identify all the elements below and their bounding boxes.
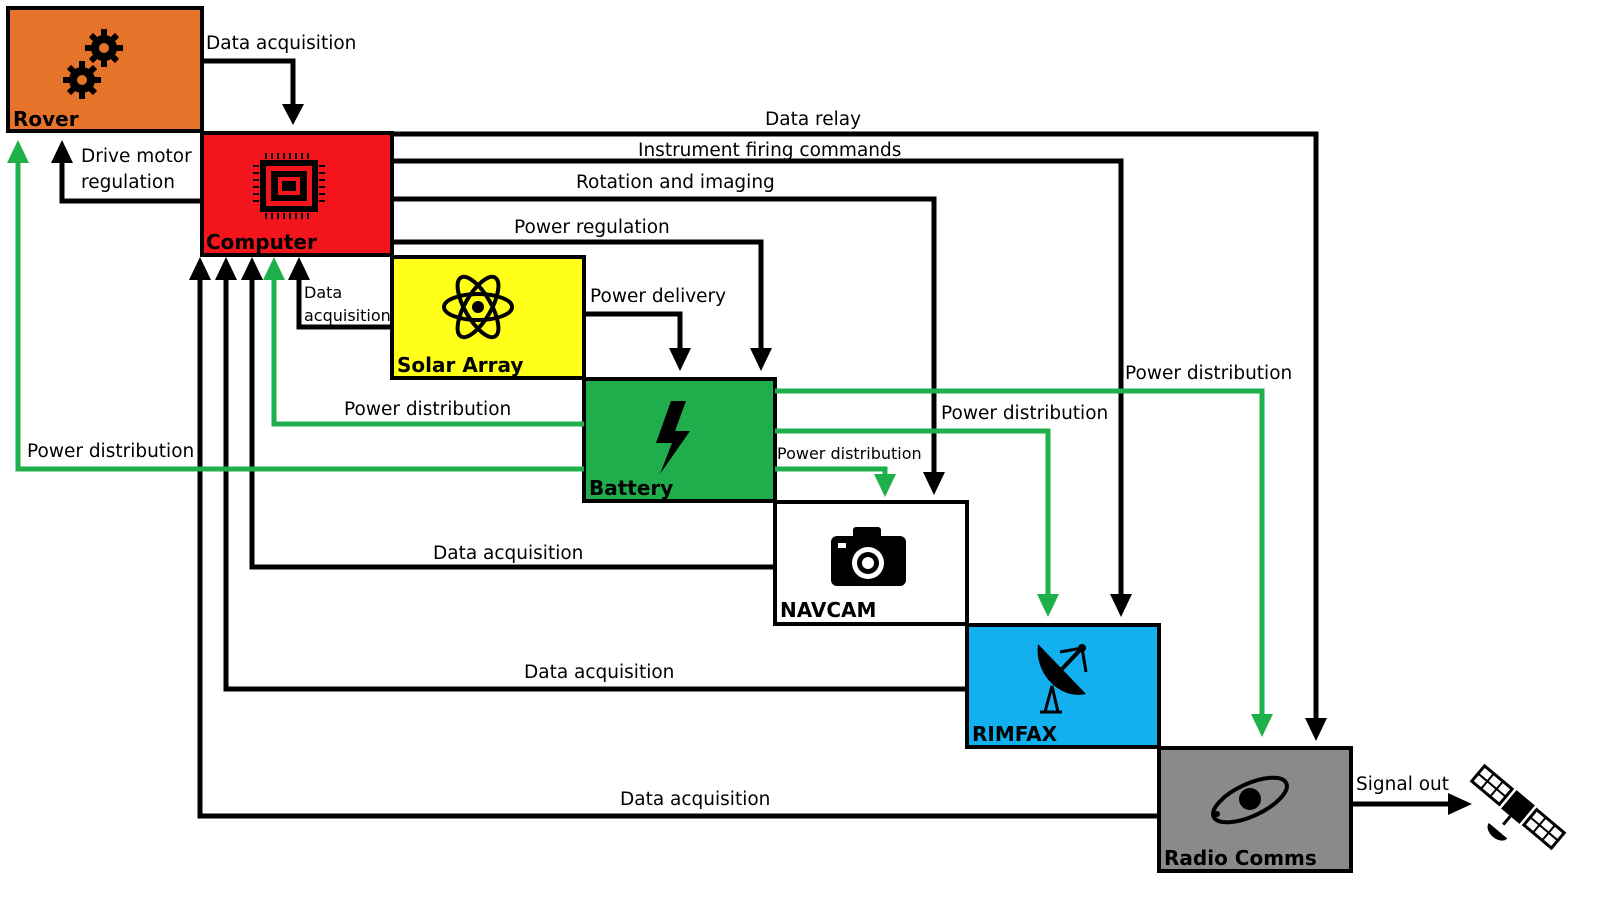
cpu-chip-icon	[253, 153, 325, 219]
battery-to-navcam-power-arrowhead	[874, 474, 896, 497]
satellite-icon	[1469, 763, 1567, 851]
rimfax-data-label: Data acquisition	[524, 662, 674, 683]
drive-motor-line	[59, 158, 202, 204]
power-delivery-label: Power delivery	[590, 286, 726, 307]
radio-comms-box: Radio Comms	[1157, 746, 1353, 873]
line-labels: Data acquisition Drive motor regulation …	[27, 33, 1449, 810]
drive-motor-label-line2: regulation	[81, 172, 175, 193]
rotation-imaging-line	[392, 196, 937, 476]
battery-to-computer-power-line	[271, 276, 584, 427]
orbit-icon	[1211, 775, 1289, 825]
data-relay-arrowhead	[1305, 718, 1327, 741]
navcam-data-label: Data acquisition	[433, 543, 583, 564]
rover-to-computer-line	[202, 58, 296, 108]
data-relay-line	[392, 131, 1319, 722]
rover-to-computer-label: Data acquisition	[206, 33, 356, 54]
battery-to-rimfax-power-line	[775, 428, 1051, 598]
rimfax-data-line	[223, 276, 967, 692]
solar-data-label-line2: acquisition	[304, 306, 391, 325]
rotation-imaging-label: Rotation and imaging	[576, 172, 775, 193]
drive-motor-label-line1: Drive motor	[81, 146, 192, 167]
gears-icon	[63, 29, 123, 99]
lightning-bolt-icon	[656, 401, 690, 474]
navcam-box: NAVCAM	[773, 500, 969, 626]
rover-box: Rover	[6, 6, 204, 133]
camera-icon	[831, 527, 906, 586]
battery-to-rover-power-line	[15, 158, 584, 472]
navcam-data-arrowhead	[241, 257, 263, 280]
power-regulation-arrowhead	[750, 348, 772, 371]
power-delivery-arrowhead	[669, 348, 691, 371]
radio-data-arrowhead	[189, 257, 211, 280]
rover-label: Rover	[13, 107, 79, 131]
computer-label: Computer	[206, 230, 317, 254]
radio-rect	[1157, 746, 1353, 873]
battery-to-navcam-power-label: Power distribution	[777, 444, 922, 463]
battery-to-rimfax-power-label: Power distribution	[941, 403, 1108, 424]
battery-to-radio-power-line	[775, 388, 1265, 718]
data-lines	[51, 58, 1472, 819]
instrument-firing-label: Instrument firing commands	[638, 140, 901, 161]
rover-rect	[6, 6, 204, 133]
instrument-firing-line	[392, 158, 1124, 598]
instrument-firing-arrowhead	[1110, 594, 1132, 617]
signal-out-arrowhead	[1448, 793, 1472, 815]
atom-icon	[442, 274, 514, 340]
data-relay-label: Data relay	[765, 109, 861, 130]
solar-data-label-line1: Data	[304, 283, 342, 302]
radar-dish-icon	[1037, 644, 1088, 714]
rover-to-computer-arrowhead	[282, 104, 304, 125]
power-regulation-label: Power regulation	[514, 217, 670, 238]
battery-to-rover-power-arrowhead	[7, 140, 29, 163]
battery-to-rimfax-power-arrowhead	[1037, 594, 1059, 617]
radio-data-label: Data acquisition	[620, 789, 770, 810]
battery-to-rover-power-label: Power distribution	[27, 441, 194, 462]
navcam-label: NAVCAM	[780, 598, 876, 622]
solar-data-line	[296, 276, 392, 330]
signal-out-label: Signal out	[1356, 774, 1449, 795]
navcam-data-line	[249, 276, 775, 570]
navcam-rect	[773, 500, 969, 626]
battery-to-computer-power-label: Power distribution	[344, 399, 511, 420]
rimfax-box: RIMFAX	[965, 623, 1161, 749]
rotation-imaging-arrowhead	[923, 472, 945, 495]
battery-to-computer-power-arrowhead	[263, 257, 285, 280]
battery-to-radio-power-label: Power distribution	[1125, 363, 1292, 384]
radio-data-line	[197, 276, 1159, 819]
battery-to-navcam-power-line	[775, 466, 888, 476]
power-regulation-line	[392, 239, 764, 352]
rimfax-data-arrowhead	[215, 257, 237, 280]
power-delivery-line	[584, 311, 683, 352]
radio-label: Radio Comms	[1164, 846, 1317, 870]
rimfax-label: RIMFAX	[972, 722, 1058, 746]
solar-label: Solar Array	[397, 353, 523, 377]
drive-motor-arrowhead	[51, 140, 73, 163]
power-lines	[7, 140, 1273, 737]
battery-label: Battery	[589, 476, 673, 500]
battery-to-radio-power-arrowhead	[1251, 714, 1273, 737]
solar-data-arrowhead	[288, 257, 310, 280]
